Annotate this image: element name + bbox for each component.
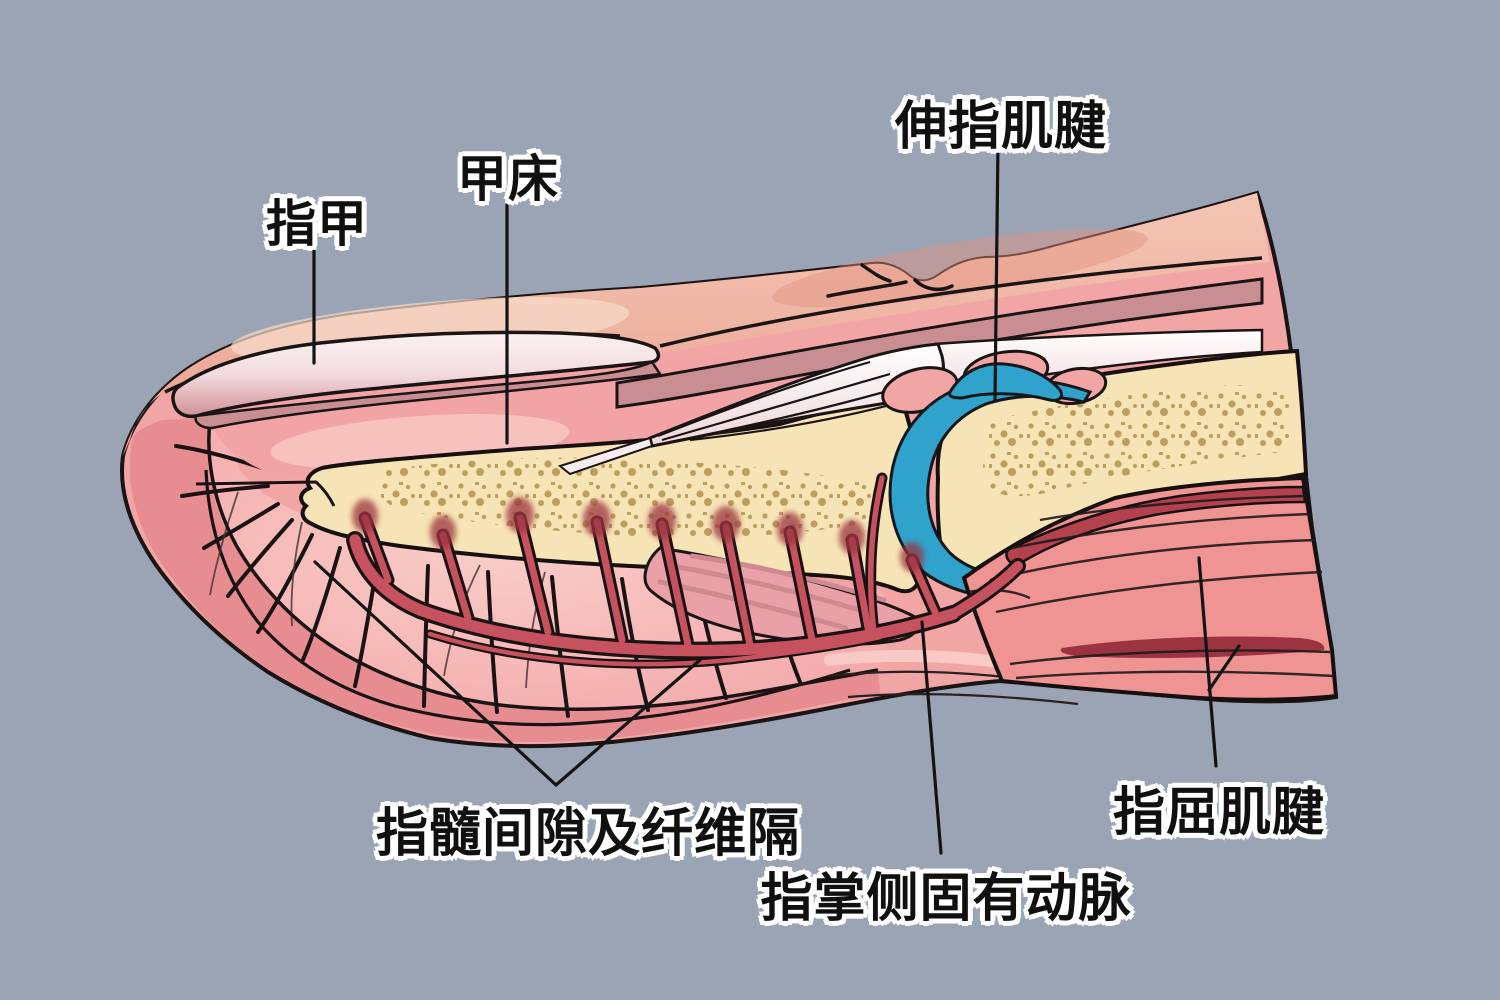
extensor-fan-stripes xyxy=(657,360,917,444)
nail-underside-band xyxy=(194,360,663,430)
dorsal-skin xyxy=(123,193,1270,456)
label-nail: 指甲 xyxy=(266,195,368,253)
label-nail-bed: 甲床 xyxy=(457,150,559,208)
leader-palmar-artery xyxy=(920,620,943,855)
bone-distal-speckles xyxy=(376,457,874,538)
label-pulp-space-septa: 指髓间隙及纤维隔 xyxy=(375,804,801,864)
label-flexor-tendon: 指屈肌腱 xyxy=(1112,783,1326,843)
leader-lines xyxy=(312,140,1241,855)
knuckle-creases xyxy=(826,263,954,298)
flexor-block-fiber-lines xyxy=(967,494,1335,680)
leader-pulp-space xyxy=(313,560,702,788)
bone-middle-speckles xyxy=(982,385,1294,497)
pulp-rim-inner-line xyxy=(207,419,879,712)
leader-flexor-tendon xyxy=(1197,556,1241,768)
label-proper-palmar-digital-artery: 指掌侧固有动脉 xyxy=(760,869,1132,929)
bone-tip-line xyxy=(195,480,336,507)
label-extensor-tendon: 伸指肌腱 xyxy=(894,97,1108,157)
pulp-rim xyxy=(129,418,880,743)
leader-extensor-tendon xyxy=(993,140,1000,401)
digital-artery-arcade xyxy=(346,472,1026,669)
pulp-lobules xyxy=(208,420,900,710)
artery-root-shading xyxy=(352,497,924,572)
extensor-tendon-fan xyxy=(648,342,945,448)
pulp-arc-line xyxy=(204,469,851,727)
extensor-fan-tail xyxy=(557,436,654,476)
skin-bottom-line-right xyxy=(659,256,1263,348)
